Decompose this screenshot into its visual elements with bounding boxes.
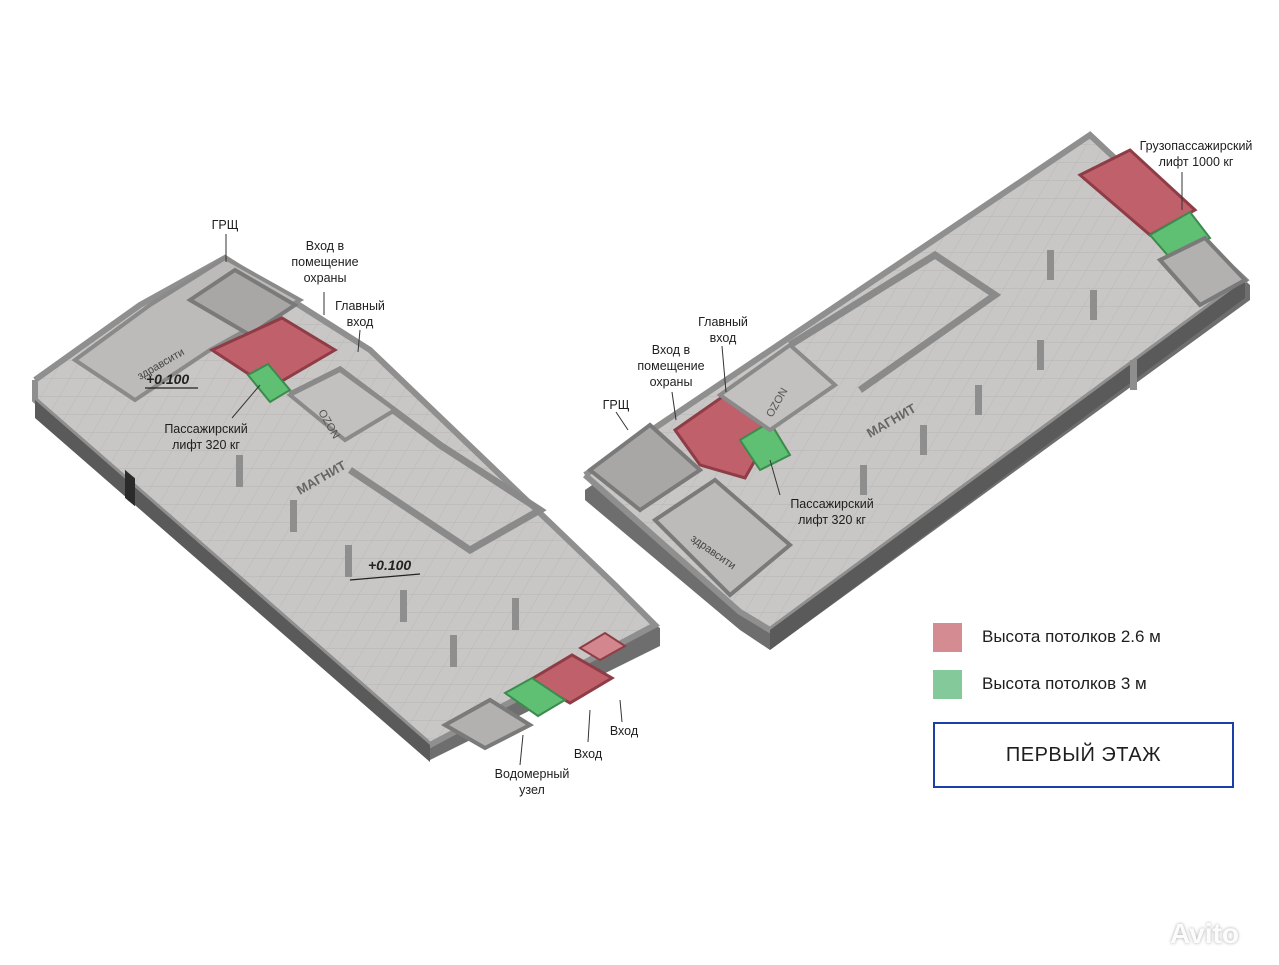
left-plan: здравсити +0.100 OZON МАГНИТ +0.100 xyxy=(32,234,660,766)
left-elevation-1: +0.100 xyxy=(146,371,189,387)
right-green-zone xyxy=(738,420,792,472)
left-elevation-2: +0.100 xyxy=(368,557,411,573)
legend-label: Высота потолков 2.6 м xyxy=(982,627,1161,646)
left-grsch-label: ГРЩ xyxy=(211,218,239,232)
left-security-entrance-label: Вход в помещение охраны xyxy=(291,239,359,285)
left-entrance-label-1: Вход xyxy=(573,747,603,761)
left-plan-windows xyxy=(125,469,135,507)
right-security-entrance-label: Вход в помещение охраны xyxy=(637,343,705,389)
legend-label: Высота потолков 3 м xyxy=(982,674,1147,693)
left-entrance-label-2: Вход xyxy=(609,724,639,738)
right-zdravsiti-room xyxy=(651,477,794,598)
legend-swatch-green xyxy=(933,669,962,699)
left-grsch-room xyxy=(186,267,299,338)
right-grsch-label: ГРЩ xyxy=(602,398,630,412)
legend-swatch-red xyxy=(933,622,962,652)
left-passenger-lift-label: Пассажирский лифт 320 кг xyxy=(164,422,248,452)
legend-item-ceiling-2-6: Высота потолков 2.6 м xyxy=(933,622,1161,652)
floor-title-box: ПЕРВЫЙ ЭТАЖ xyxy=(933,722,1234,788)
left-green-zone xyxy=(246,362,292,404)
left-water-meter-label: Водомерный узел xyxy=(494,767,570,797)
right-columns xyxy=(860,250,1137,495)
left-small-red-zone xyxy=(578,631,627,662)
left-green-zone-bottom xyxy=(503,676,567,718)
right-ozon-room xyxy=(716,342,839,433)
right-plan-front-wall xyxy=(770,280,1245,650)
right-leader-lines xyxy=(615,172,1183,496)
right-main-entrance-label: Главный вход xyxy=(698,315,748,345)
left-water-meter-room xyxy=(440,697,535,751)
right-passenger-lift-label: Пассажирский лифт 320 кг xyxy=(790,497,874,527)
left-ozon-room xyxy=(286,367,399,443)
floor-title: ПЕРВЫЙ ЭТАЖ xyxy=(1005,743,1162,766)
left-elevation-2-underline xyxy=(349,573,421,581)
left-leader-lines xyxy=(225,234,623,766)
avito-watermark: Avito xyxy=(1170,918,1239,949)
left-main-entrance-label: Главный вход xyxy=(335,299,385,329)
left-plan-floor xyxy=(35,258,655,745)
right-red-zone-top xyxy=(1077,148,1198,237)
right-freight-lift-label: Грузопассажирский лифт 1000 кг xyxy=(1139,139,1253,169)
right-inner-walls xyxy=(788,250,1002,393)
left-columns xyxy=(236,455,519,667)
right-grsch-room xyxy=(586,422,704,513)
right-service-room xyxy=(1156,235,1249,308)
right-green-zone-top xyxy=(1148,210,1212,260)
right-plan-floor xyxy=(585,135,1245,630)
legend-item-ceiling-3: Высота потолков 3 м xyxy=(933,669,1147,699)
right-plan: OZON МАГНИТ здравсити xyxy=(583,131,1250,650)
